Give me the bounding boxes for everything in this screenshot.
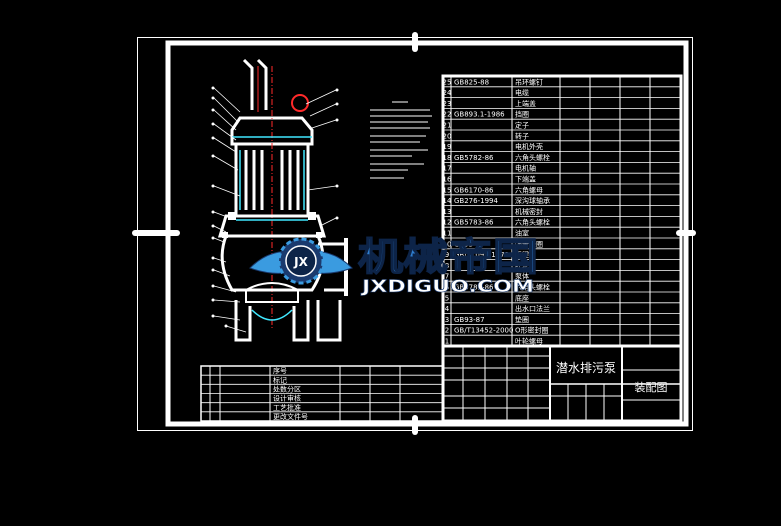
bom-row-number: 5 bbox=[445, 294, 449, 302]
watermark: JX 机械帝国 JXDIGUO.COM bbox=[249, 234, 539, 297]
bom-row-name: 电机外壳 bbox=[515, 142, 543, 151]
revision-row-label: 工艺批准 bbox=[273, 403, 301, 412]
bom-row-name: 电缆 bbox=[515, 88, 529, 97]
bom-row-number: 13 bbox=[443, 208, 452, 216]
bom-row-number: 11 bbox=[443, 230, 452, 238]
bom-row-name: 上端盖 bbox=[515, 99, 536, 108]
bom-row-number: 3 bbox=[445, 316, 449, 324]
bom-row-name: 出水口法兰 bbox=[515, 304, 550, 313]
pump-assembly bbox=[217, 58, 348, 342]
bom-row-number: 10 bbox=[443, 240, 452, 248]
watermark-brand-cn: 机械帝国 bbox=[358, 235, 538, 279]
drawing-type: 装配图 bbox=[635, 381, 668, 394]
bom-row-name: 深沟球轴承 bbox=[515, 196, 550, 205]
bom-row-number: 9 bbox=[445, 251, 449, 259]
bom-row-number: 1 bbox=[445, 338, 449, 346]
watermark-logo-letters: JX bbox=[293, 255, 308, 269]
bom-row-code: GB6170-86 bbox=[454, 186, 494, 194]
bom-row-number: 22 bbox=[443, 111, 452, 119]
bom-row-code: GB5782-86 bbox=[454, 284, 494, 292]
bom-row-name: 平键 bbox=[515, 250, 529, 259]
bom-row-code: GB825-88 bbox=[454, 78, 489, 86]
bom-row-number: 23 bbox=[443, 100, 452, 108]
bom-row-code: GB/T1096-1979 bbox=[454, 251, 509, 259]
bom-row-number: 4 bbox=[445, 305, 450, 313]
bom-row-name: 六角螺母 bbox=[515, 185, 543, 194]
watermark-brand-en: JXDIGUO.COM bbox=[361, 277, 534, 297]
revision-row-label: 设计审核 bbox=[273, 394, 301, 403]
bom-row-number: 20 bbox=[443, 132, 452, 140]
revision-row-label: 处数分区 bbox=[273, 385, 301, 394]
bom-row-code: GB5783-86 bbox=[454, 219, 494, 227]
bom-row-name: 底座 bbox=[515, 293, 529, 302]
bom-row-name: 转子 bbox=[515, 131, 529, 140]
title-block: 潜水排污泵 装配图 bbox=[441, 344, 683, 423]
bom-row-name: 电机轴 bbox=[515, 164, 536, 173]
bom-row-number: 17 bbox=[443, 165, 452, 173]
bom-row-number: 6 bbox=[445, 284, 450, 292]
bom-row-number: 7 bbox=[445, 273, 449, 281]
bom-row-name: 叶轮螺母 bbox=[515, 337, 543, 346]
bom-row-number: 24 bbox=[443, 89, 452, 97]
bom-row-name: 油室 bbox=[515, 229, 529, 238]
bom-row-name: 垫圈 bbox=[515, 315, 529, 324]
technical-notes bbox=[370, 101, 432, 179]
bom-row-name: 六角头螺栓 bbox=[515, 218, 550, 227]
leader-lines bbox=[213, 87, 337, 333]
bom-row-number: 2 bbox=[445, 327, 449, 335]
bom-row-name: 叶轮 bbox=[515, 261, 529, 270]
part-balloons bbox=[211, 86, 339, 328]
revision-row-label: 标记 bbox=[273, 375, 287, 384]
bom-row-name: 六角头螺栓 bbox=[515, 283, 550, 292]
bom-row-number: 15 bbox=[443, 186, 452, 194]
bom-row-code: GB893.1-1986 bbox=[454, 111, 505, 119]
bom-row-number: 12 bbox=[443, 219, 452, 227]
revision-row-label: 更改文件号 bbox=[273, 412, 308, 421]
bom-row-name: O形密封圈 bbox=[515, 326, 549, 335]
bom-row-name: 下端盖 bbox=[515, 175, 536, 184]
bom-row-code: GB/T13452-2000 bbox=[454, 327, 513, 335]
lifting-ring bbox=[291, 94, 309, 112]
bom-row-number: 21 bbox=[443, 122, 452, 130]
drawing-title: 潜水排污泵 bbox=[556, 361, 616, 375]
bom-row-name: 弹簧垫圈 bbox=[515, 239, 543, 248]
bom-row-number: 25 bbox=[443, 78, 452, 86]
bom-row-number: 8 bbox=[445, 262, 449, 270]
bom-row-number: 19 bbox=[443, 143, 452, 151]
bom-row-number: 16 bbox=[443, 176, 452, 184]
revision-row-label: 序号 bbox=[273, 366, 287, 375]
bom-row-name: 泵体 bbox=[515, 272, 529, 281]
bom-row-number: 18 bbox=[443, 154, 452, 162]
bom-row-code: GB93-87 bbox=[454, 316, 485, 324]
bom-row-code: GB5782-86 bbox=[454, 154, 494, 162]
bom-row-name: 六角头螺栓 bbox=[515, 153, 550, 162]
bom-row-code: GB93-87 bbox=[454, 240, 485, 248]
bom-row-code: GB276-1994 bbox=[454, 197, 498, 205]
bom-row-name: 吊环螺钉 bbox=[515, 77, 543, 86]
bom-row-name: 定子 bbox=[515, 121, 529, 130]
bom-row-name: 挡圈 bbox=[515, 110, 529, 119]
bom-row-name: 机械密封 bbox=[515, 207, 543, 216]
bom-row-number: 14 bbox=[443, 197, 452, 205]
